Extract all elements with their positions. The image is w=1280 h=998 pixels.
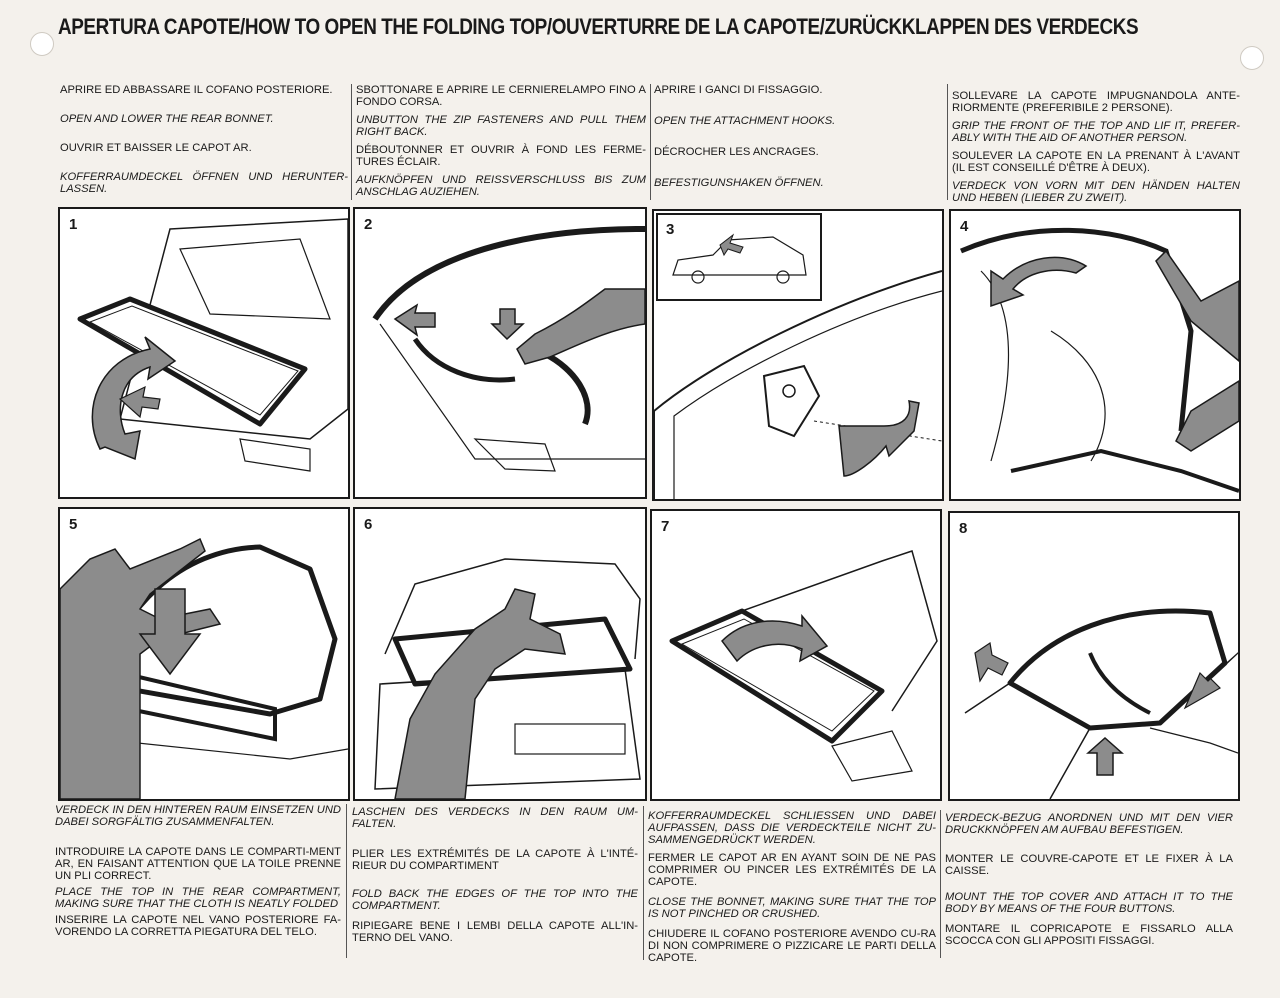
divider — [643, 806, 644, 960]
binder-hole-left — [30, 32, 54, 56]
person-arm-figure — [516, 288, 645, 365]
instruction-de: KOFFERRAUMDECKEL SCHLIESSEN UND DABEI AU… — [648, 810, 936, 846]
instruction-de: VERDECK VON VORN MIT DEN HÄNDEN HALTEN U… — [952, 180, 1240, 204]
step-number: 8 — [959, 520, 968, 537]
arrow-icon — [1183, 652, 1238, 710]
top-column-3: APRIRE I GANCI DI FISSAGGIO. OPEN THE AT… — [654, 84, 944, 206]
step-panel-1: 1 — [58, 207, 350, 499]
person-figure — [394, 588, 566, 799]
instruction-en: FOLD BACK THE EDGES OF THE TOP INTO THE … — [352, 888, 638, 912]
top-column-1: APRIRE ED ABBASSARE IL COFANO POSTERIORE… — [60, 84, 348, 212]
divider — [351, 84, 352, 200]
person-arm-figure — [1175, 380, 1239, 452]
top-cover-illustration — [964, 608, 1238, 799]
step-number: 6 — [364, 516, 373, 533]
instruction-fr: MONTER LE COUVRE-CAPOTE ET LE FIXER À LA… — [945, 853, 1233, 877]
curved-arrow-icon — [990, 256, 1088, 308]
step-panel-8: 8 — [948, 511, 1240, 801]
person-arm-figure — [1155, 249, 1239, 362]
binder-hole-right — [1240, 46, 1264, 70]
car-silhouette-icon — [672, 233, 807, 284]
zip-fastener-illustration — [372, 226, 645, 472]
arrow-icon — [118, 385, 161, 419]
close-bonnet-illustration — [669, 550, 938, 782]
arrow-icon — [393, 303, 436, 337]
step-number: 4 — [960, 218, 969, 235]
instruction-it: SBOTTONARE E APRIRE LE CERNIERELAMPO FIN… — [356, 84, 646, 108]
car-rear-bonnet-illustration — [77, 218, 348, 472]
instruction-de: AUFKNÖPFEN UND REISSVERSCHLUSS BIS ZUM A… — [356, 174, 646, 198]
instruction-it: RIPIEGARE BENE I LEMBI DELLA CAPOTE ALL'… — [352, 920, 638, 944]
arrow-up-icon — [1086, 736, 1124, 776]
instruction-fr: OUVRIR ET BAISSER LE CAPOT AR. — [60, 142, 252, 154]
step-panel-6: 6 — [353, 507, 647, 801]
instruction-it: CHIUDERE IL COFANO POSTERIORE AVENDO CU-… — [648, 928, 936, 964]
step-number: 2 — [364, 216, 373, 233]
place-top-illustration — [60, 537, 348, 799]
instruction-fr: PLIER LES EXTRÉMITÉS DE LA CAPOTE À L'IN… — [352, 848, 638, 872]
instruction-de: VERDECK IN DEN HINTEREN RAUM EINSETZEN U… — [55, 804, 341, 828]
instruction-en: OPEN AND LOWER THE REAR BONNET. — [60, 113, 274, 125]
instruction-fr: DÉCROCHER LES ANCRAGES. — [654, 146, 819, 158]
bottom-column-1: VERDECK IN DEN HINTEREN RAUM EINSETZEN U… — [55, 804, 341, 955]
instruction-en: OPEN THE ATTACHMENT HOOKS. — [654, 115, 836, 127]
instruction-fr: FERMER LE CAPOT AR EN AYANT SOIN DE NE P… — [648, 852, 936, 888]
bottom-column-3: KOFFERRAUMDECKEL SCHLIESSEN UND DABEI AU… — [648, 810, 936, 981]
instruction-fr: SOULEVER LA CAPOTE EN LA PRENANT À L'AVA… — [952, 150, 1240, 174]
instruction-en: GRIP THE FRONT OF THE TOP AND LIF IT, PR… — [952, 120, 1240, 144]
page-title: APERTURA CAPOTE/HOW TO OPEN THE FOLDING … — [58, 14, 1139, 39]
instruction-it: MONTARE IL COPRICAPOTE E FISSARLO ALLA S… — [945, 923, 1233, 947]
top-column-2: SBOTTONARE E APRIRE LE CERNIERELAMPO FIN… — [356, 84, 646, 215]
arrow-down-icon — [138, 588, 202, 676]
bottom-column-2: LASCHEN DES VERDECKS IN DEN RAUM UM-FALT… — [352, 806, 638, 961]
instruction-it: SOLLEVARE LA CAPOTE IMPUGNANDOLA ANTE-RI… — [952, 90, 1240, 114]
step-panel-2: 2 — [353, 207, 647, 499]
instruction-it: APRIRE ED ABBASSARE IL COFANO POSTERIORE… — [60, 84, 333, 96]
instruction-fr: DÉBOUTONNER ET OUVRIR À FOND LES FERME-T… — [356, 144, 646, 168]
divider — [346, 804, 347, 958]
bottom-column-4: VERDECK-BEZUG ANORDNEN UND MIT DEN VIER … — [945, 812, 1233, 964]
curved-arrow-icon — [838, 400, 920, 477]
instruction-de: KOFFERRAUMDECKEL ÖFFNEN UND HERUNTER-LAS… — [60, 171, 348, 195]
divider — [650, 84, 651, 200]
attachment-hook-illustration — [654, 270, 942, 499]
step-panel-5: 5 — [58, 507, 350, 801]
arrow-icon — [974, 641, 1009, 683]
step-number: 5 — [69, 516, 78, 533]
step-number: 1 — [69, 216, 78, 233]
top-column-4: SOLLEVARE LA CAPOTE IMPUGNANDOLA ANTE-RI… — [952, 90, 1240, 221]
step-panel-3: 3 — [652, 209, 944, 501]
fold-edges-illustration — [374, 558, 641, 799]
instruction-it: INSERIRE LA CAPOTE NEL VANO POSTERIORE F… — [55, 914, 341, 938]
instruction-en: UNBUTTON THE ZIP FASTENERS AND PULL THEM… — [356, 114, 646, 138]
arrow-down-icon — [490, 308, 525, 341]
instruction-de: BEFESTIGUNSHAKEN ÖFFNEN. — [654, 177, 824, 189]
instruction-en: CLOSE THE BONNET, MAKING SURE THAT THE T… — [648, 896, 936, 920]
instruction-fr: INTRODUIRE LA CAPOTE DANS LE COMPARTI-ME… — [55, 846, 341, 882]
divider — [947, 84, 948, 200]
step-number: 7 — [661, 518, 670, 535]
lift-top-illustration — [960, 227, 1239, 493]
instruction-en: MOUNT THE TOP COVER AND ATTACH IT TO THE… — [945, 891, 1233, 915]
step-panel-4: 4 — [949, 209, 1241, 501]
instruction-it: APRIRE I GANCI DI FISSAGGIO. — [654, 84, 823, 96]
step-number: 3 — [666, 221, 675, 238]
step-panel-7: 7 — [650, 509, 942, 801]
curved-arrow-icon — [91, 336, 177, 461]
instruction-de: VERDECK-BEZUG ANORDNEN UND MIT DEN VIER … — [945, 812, 1233, 836]
instruction-de: LASCHEN DES VERDECKS IN DEN RAUM UM-FALT… — [352, 806, 638, 830]
divider — [940, 810, 941, 958]
instruction-en: PLACE THE TOP IN THE REAR COMPARTMENT, M… — [55, 886, 341, 910]
car-inset: 3 — [656, 213, 822, 301]
curved-arrow-icon — [721, 613, 829, 663]
